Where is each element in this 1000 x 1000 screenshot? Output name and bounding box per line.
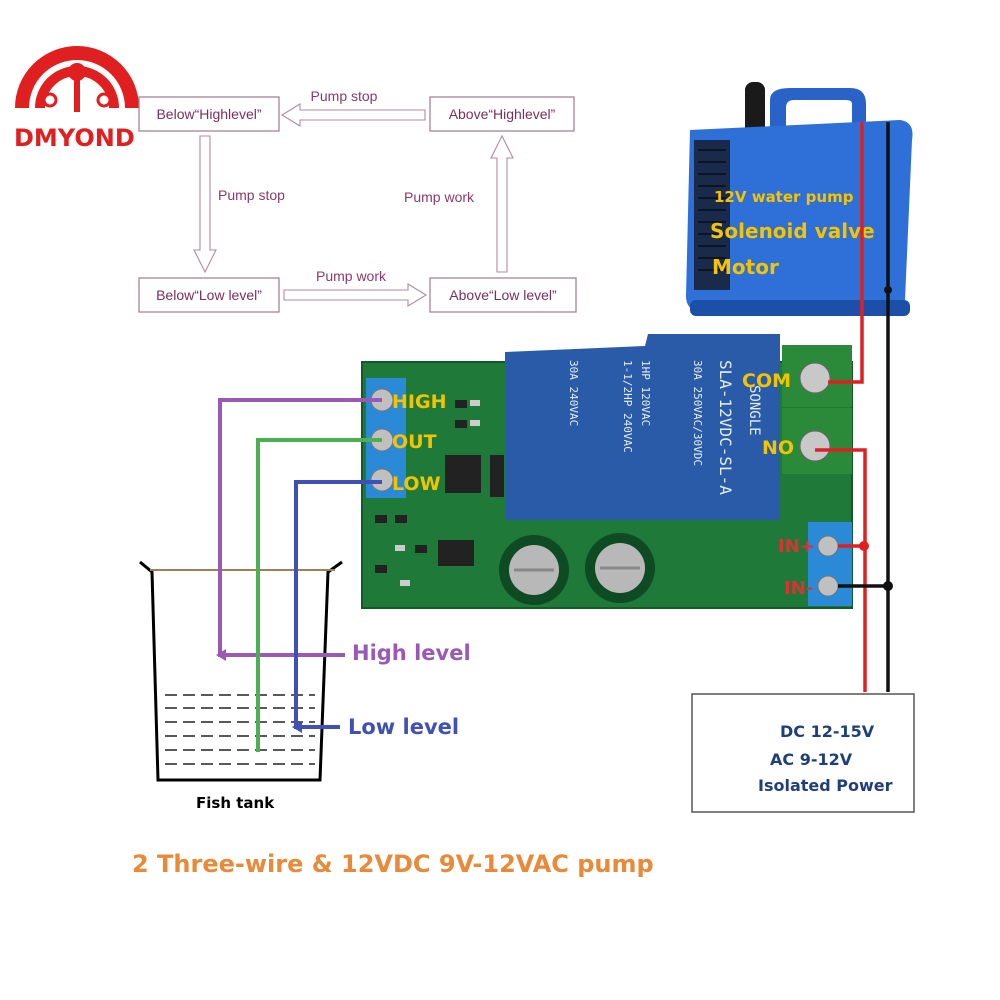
low-level-arrow-icon <box>292 721 302 733</box>
wire-pump-red <box>828 122 864 384</box>
relay-spec2-text: 1HP 120VAC <box>639 360 652 426</box>
flow-arrow-left-icon <box>193 135 217 274</box>
water-pump: 12V water pump Solenoid valve Motor <box>686 82 913 316</box>
relay-spec3-text: 1-1/2HP 240VAC <box>621 360 634 453</box>
pump-label-line1: 12V water pump <box>714 188 854 206</box>
terminal-label-in-pos: IN+ <box>778 536 815 557</box>
brand-name: DMYOND <box>14 124 135 152</box>
pump-handle-icon <box>770 88 866 130</box>
flow-arrow-bottom-icon <box>283 283 428 307</box>
flow-arrow-right-icon <box>490 134 514 273</box>
low-level-label: Low level <box>348 715 459 739</box>
wire-no-red <box>815 448 867 692</box>
power-line2: AC 9-12V <box>770 750 853 769</box>
flow-box-above-high <box>429 96 575 132</box>
pump-base-icon <box>690 300 910 316</box>
flow-arrow-bottom-label: Pump work <box>316 268 387 284</box>
wire-high-level <box>218 398 382 657</box>
terminal-label-low: LOW <box>392 473 441 495</box>
flow-box-above-low-label: Above“Low level” <box>449 287 557 303</box>
logo-dot-icon <box>68 63 86 81</box>
relay-body-icon <box>505 334 780 520</box>
pump-label-line3: Motor <box>712 255 779 279</box>
flow-arrow-left-label: Pump stop <box>218 187 285 203</box>
power-supply-box <box>691 693 915 813</box>
fish-tank: Fish tank <box>139 560 343 812</box>
flow-box-above-low <box>429 277 577 313</box>
relay-spec1-text: 30A 250VAC/30VDC <box>691 360 704 466</box>
diagram-caption: 2 Three-wire & 12VDC 9V-12VAC pump <box>132 850 654 878</box>
pump-grille-icon <box>694 140 730 290</box>
relay-brand-text: SONGLE <box>746 385 762 436</box>
flow-box-below-low <box>138 277 280 313</box>
flow-box-below-high <box>138 96 280 132</box>
high-level-arrow-icon <box>216 649 226 661</box>
terminal-screw-in-pos-icon <box>817 535 839 557</box>
tank-outline-icon <box>139 560 343 782</box>
relay-module-board: SLA-12VDC-SL-A 30A 250VAC/30VDC SONGLE 1… <box>361 334 853 609</box>
junction-black-icon <box>883 581 893 591</box>
power-wires <box>815 122 890 692</box>
pump-label-line2: Solenoid valve <box>710 219 875 243</box>
flow-arrow-top-label: Pump stop <box>311 88 378 104</box>
wire-out <box>256 438 382 752</box>
tank-water-icon <box>165 694 315 765</box>
terminal-label-high: HIGH <box>392 391 446 413</box>
flow-arrow-top-icon <box>280 103 426 127</box>
power-line3: Isolated Power <box>758 776 893 795</box>
pump-body-icon <box>686 120 913 312</box>
flow-box-above-high-label: Above“Highlevel” <box>449 106 556 122</box>
brand-logo: DMYOND <box>14 46 139 152</box>
terminal-label-in-neg: IN- <box>784 578 813 599</box>
junction-red-icon <box>859 541 869 551</box>
terminal-screw-no-icon <box>799 430 831 462</box>
flow-chart: Below“Highlevel” Above“Highlevel” Below“… <box>138 88 577 313</box>
terminal-screw-com-icon <box>799 362 831 394</box>
logo-arc-icon <box>15 46 139 109</box>
sensor-wires <box>218 398 382 752</box>
flow-box-below-low-label: Below“Low level” <box>156 287 262 303</box>
tank-label: Fish tank <box>196 794 275 812</box>
high-level-label: High level <box>352 641 471 665</box>
relay-spec4-text: 30A 240VAC <box>567 360 580 426</box>
terminal-screw-in-neg-icon <box>817 575 839 597</box>
flow-arrow-right-label: Pump work <box>404 189 475 205</box>
power-line1: DC 12-15V <box>780 722 875 741</box>
terminal-label-com: COM <box>742 370 791 392</box>
relay-model-text: SLA-12VDC-SL-A <box>716 360 735 495</box>
terminal-label-out: OUT <box>392 431 437 453</box>
flow-box-below-high-label: Below“Highlevel” <box>156 106 261 122</box>
terminal-label-no: NO <box>762 437 794 459</box>
wire-low-level <box>294 480 382 729</box>
